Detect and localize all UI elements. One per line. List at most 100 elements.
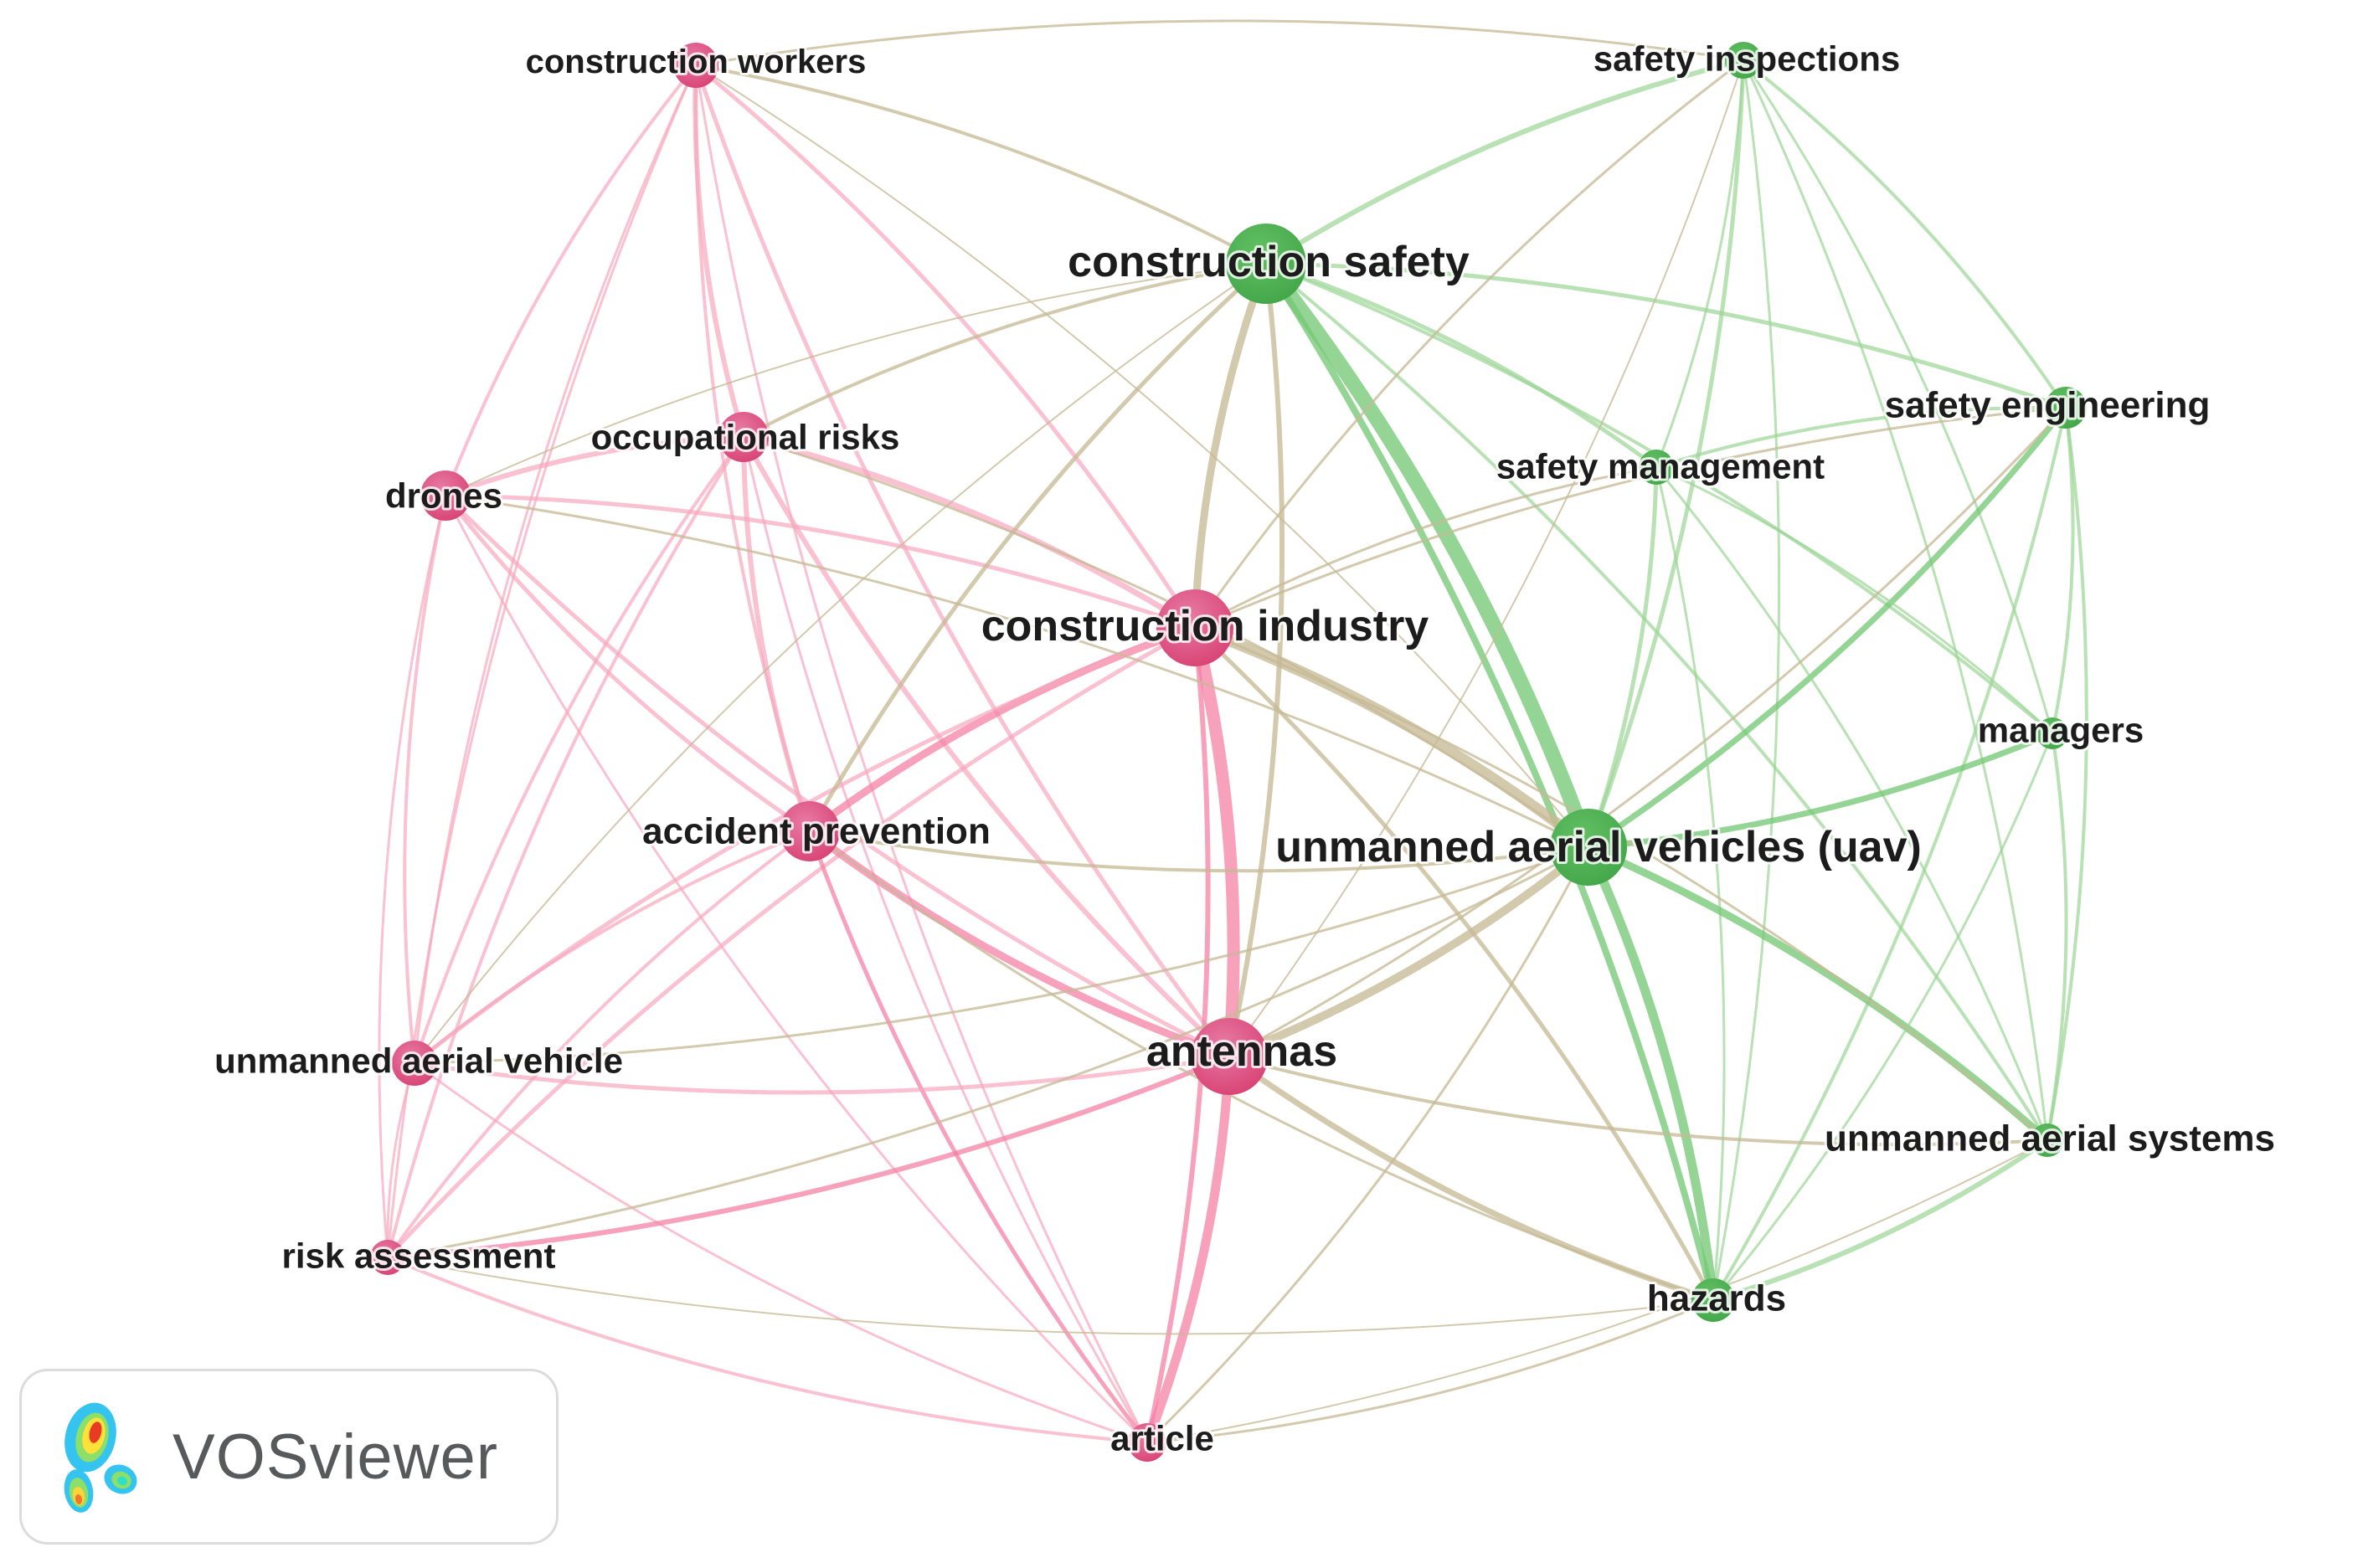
edge-an-us [1228,1055,2049,1147]
edge-dr-ar [444,494,1149,1444]
edge-cs-ua [1259,256,1596,855]
network-node-an[interactable] [1191,1018,1268,1095]
edge-cw-an [693,63,1232,1059]
edge-cs-si [1264,58,1746,266]
edge-or-uv [413,435,745,1065]
edge-ci-hz [1192,625,1716,1303]
network-node-dr[interactable] [420,470,471,521]
edge-cs-hz [1263,260,1717,1303]
edge-ci-se [1193,406,2067,630]
edge-an-se [1228,406,2067,1058]
edge-dr-ap [443,493,812,834]
edge-cs-mg [1264,262,2054,735]
edge-ua-mg [1585,730,2056,851]
network-node-ap[interactable] [780,801,840,861]
edge-ra-ua [386,846,1590,1259]
edge-si-ua [1586,58,1746,850]
edge-cw-dr [444,64,698,497]
edge-ar-hz [1146,1298,1715,1444]
edge-cs-us [1264,262,2049,1142]
network-node-mg[interactable] [2036,717,2068,749]
edge-cs-sm [1264,261,1659,470]
edge-ar-us [1146,1139,2048,1443]
edge-ap-ar [807,829,1150,1445]
nodes-layer [370,42,2087,1462]
edge-si-mg [1742,59,2054,735]
edge-ap-ua [808,830,1590,873]
edge-se-hz [1712,406,2067,1302]
network-node-ci[interactable] [1156,589,1233,666]
network-node-sm[interactable] [1639,450,1674,485]
edge-uv-cs [414,263,1267,1064]
edge-an-ua [1225,843,1593,1061]
edge-or-ci [740,434,1198,631]
edge-cw-si [694,19,1745,67]
edge-or-an [741,434,1232,1059]
edge-or-ar [742,435,1149,1444]
edge-ci-cs [1191,260,1270,632]
edge-ap-hz [808,830,1715,1302]
network-node-hz[interactable] [1691,1278,1735,1322]
edge-or-cs [742,262,1268,439]
network-node-ra[interactable] [370,1240,405,1275]
edge-se-sm [1655,405,2067,469]
edge-an-si [1228,59,1744,1057]
edge-ap-uv [413,830,811,1065]
edges-layer [378,19,2088,1447]
vosviewer-logo-text: VOSviewer [172,1421,499,1493]
edge-cw-cs [694,64,1268,265]
edge-cs-se [1264,261,2068,410]
edge-sm-ua [1586,465,1659,850]
edge-dr-uv [403,494,447,1065]
edge-sm-us [1655,465,2049,1142]
edge-uv-an [412,1054,1232,1095]
network-node-si[interactable] [1725,42,1762,79]
edge-uv-ua [413,846,1590,1065]
vosviewer-logo-card: VOSviewer [19,1369,559,1545]
edge-sm-hz [1655,465,1726,1302]
edge-cw-ci [693,63,1197,630]
edge-dr-ci [443,493,1197,630]
edge-an-ra [385,1054,1232,1260]
edge-cw-ua [695,64,1589,848]
edge-ci-si [1193,59,1745,630]
edge-ci-ra [385,625,1197,1260]
edge-se-ua [1585,404,2069,851]
edge-dr-ua [444,494,1590,849]
network-node-ua[interactable] [1550,809,1627,886]
edge-uv-ar [413,1062,1149,1444]
edge-or-ap [741,434,812,834]
vosviewer-logo-icon [64,1402,137,1513]
edge-ar-ua [1146,846,1590,1444]
edge-ci-ua [1189,622,1594,853]
edge-ap-ra [386,830,811,1259]
network-node-ar[interactable] [1128,1423,1166,1462]
edge-an-cs [1227,261,1285,1059]
network-node-cs[interactable] [1226,224,1306,304]
edge-ci-sm [1193,465,1658,630]
edge-us-hz [1711,1138,2050,1303]
edge-dr-cs [445,263,1267,496]
edge-ua-hz [1583,842,1718,1305]
network-node-or[interactable] [718,412,769,462]
network-node-se[interactable] [2045,387,2087,429]
edge-se-us [2046,406,2088,1142]
edge-mg-hz [1712,732,2054,1302]
network-node-uv[interactable] [392,1041,437,1086]
edge-sm-mg [1655,465,2054,735]
edge-or-ra [386,435,745,1259]
network-node-us[interactable] [2031,1123,2064,1157]
edge-ra-hz [387,1257,1714,1335]
network-node-cw[interactable] [673,43,718,88]
edge-uv-ra [386,1062,416,1259]
edge-or-dr [443,434,746,498]
edge-mg-us [2046,732,2068,1142]
edge-ra-ar [386,1256,1149,1444]
edge-an-ar [1142,1051,1234,1447]
edge-ua-us [1584,843,2052,1144]
edge-dr-ra [378,494,447,1259]
edge-ap-cs [807,261,1269,834]
edge-si-se [1742,59,2067,409]
